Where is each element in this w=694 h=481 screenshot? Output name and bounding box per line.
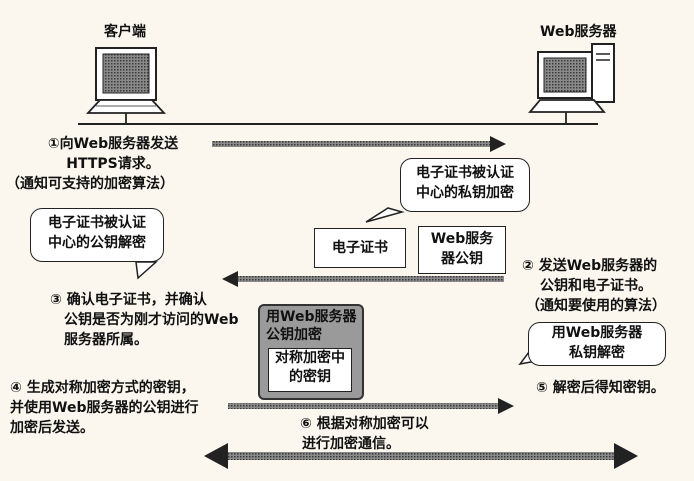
symmetric-key-line1: 对称加密中 xyxy=(275,350,345,366)
client-label: 客户端 xyxy=(104,24,146,40)
server-computer-icon xyxy=(528,43,615,124)
step4-text: ④ 生成对称加密方式的密钥， 并使用Web服务器的公钥进行 加密后发送。 xyxy=(10,378,198,438)
symmetric-key-line2: 的密钥 xyxy=(289,369,331,385)
bubble-server-decrypt-line1: 用Web服务器 xyxy=(551,325,643,341)
step4-line2: 并使用Web服务器的公钥进行 xyxy=(10,400,199,416)
symmetric-key-box: 对称加密中 的密钥 xyxy=(268,348,352,392)
client-computer-icon xyxy=(85,47,167,124)
step2-line3: （通知要使用的算法） xyxy=(526,298,666,314)
certificate-label: 电子证书 xyxy=(332,240,388,256)
bubble-tail-ca-decrypt xyxy=(135,261,158,280)
step2-text: ② 发送Web服务器的 公钥和电子证书。 （通知要使用的算法） xyxy=(522,256,666,316)
server-public-key-line2: 器公钥 xyxy=(441,251,483,267)
encrypted-symmetric-key-box: 用Web服务器 公钥加密 对称加密中 的密钥 xyxy=(258,304,364,400)
bubble-server-decrypt: 用Web服务器 私钥解密 xyxy=(528,322,666,366)
step5-text: ⑤ 解密后得知密钥。 xyxy=(536,380,665,396)
step3-line2: 公钥是否为刚才访问的Web xyxy=(64,312,239,328)
step2-line1: ② 发送Web服务器的 xyxy=(522,258,658,274)
step6-double-arrow xyxy=(204,443,638,469)
step1-line2: HTTPS请求。 xyxy=(66,156,160,172)
server-label: Web服务器 xyxy=(540,24,617,40)
encrypted-key-line2: 公钥加密 xyxy=(266,327,322,343)
encrypted-key-line1: 用Web服务器 xyxy=(266,309,357,325)
bubble-ca-encrypt: 电子证书被认证 中心的私钥加密 xyxy=(400,158,530,212)
step6-line1: ⑥ 根据对称加密可以 xyxy=(300,416,429,432)
step1-arrow xyxy=(212,136,506,152)
step6-line2: 进行加密通信。 xyxy=(302,436,400,452)
server-public-key-line1: Web服务 xyxy=(430,231,494,247)
step1-text: ①向Web服务器发送 HTTPS请求。 xyxy=(38,134,188,174)
bubble-ca-decrypt: 电子证书被认证 中心的公钥解密 xyxy=(30,208,164,262)
step4-line3: 加密后发送。 xyxy=(10,420,94,436)
bubble-ca-encrypt-line2: 中心的私钥加密 xyxy=(416,185,514,201)
step2-arrow xyxy=(222,271,504,287)
step1-line1: ①向Web服务器发送 xyxy=(47,136,179,152)
step3-line3: 服务器所属。 xyxy=(64,332,148,348)
step3-text: ③ 确认电子证书，并确认 公钥是否为刚才访问的Web 服务器所属。 xyxy=(50,290,238,350)
step4-arrow xyxy=(228,398,514,414)
bubble-ca-decrypt-line1: 电子证书被认证 xyxy=(48,215,146,231)
bubble-ca-encrypt-line1: 电子证书被认证 xyxy=(416,165,514,181)
server-public-key-box: Web服务 器公钥 xyxy=(418,226,506,274)
step1-note: （通知可支持的加密算法） xyxy=(6,176,174,192)
step2-line2: 公钥和电子证书。 xyxy=(540,278,652,294)
step4-line1: ④ 生成对称加密方式的密钥， xyxy=(10,380,195,396)
certificate-box: 电子证书 xyxy=(314,228,406,268)
step3-line1: ③ 确认电子证书，并确认 xyxy=(50,292,207,308)
bubble-server-decrypt-line2: 私钥解密 xyxy=(569,345,625,361)
bubble-ca-decrypt-line2: 中心的公钥解密 xyxy=(48,235,146,251)
bubble-tail-ca-encrypt xyxy=(365,207,405,223)
step6-text: ⑥ 根据对称加密可以 进行加密通信。 xyxy=(300,414,429,454)
